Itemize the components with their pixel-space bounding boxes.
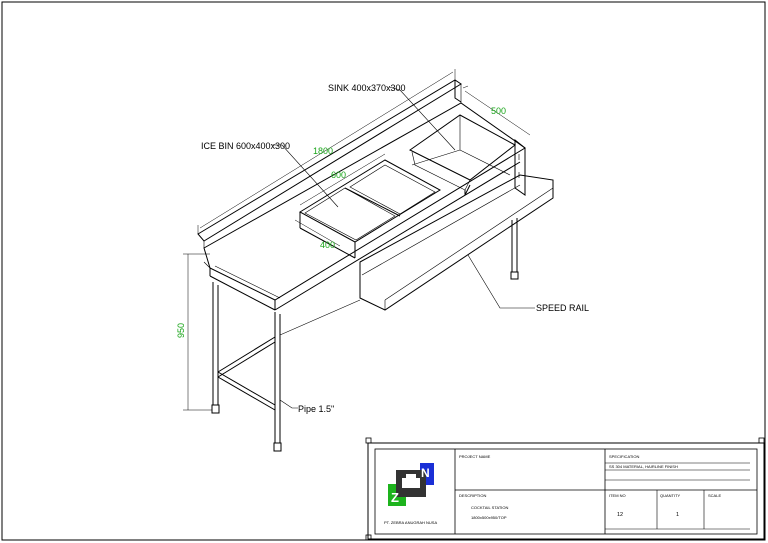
dim-length: 1800: [313, 146, 333, 156]
speed-rail-label: SPEED RAIL: [536, 303, 589, 313]
item-no-label: ITEM NO: [609, 493, 626, 498]
leaders: [272, 86, 535, 409]
logo-letter-z: Z: [391, 490, 399, 505]
description-line1: COCKTAIL STATION: [471, 505, 509, 510]
quantity-label: QUANTITY: [660, 493, 681, 498]
title-block: Z N PT. ZEBRA ANUGRAH NUSA PROJECT NAME …: [365, 437, 765, 541]
dim-bin-width: 600: [331, 170, 346, 180]
legs: [211, 218, 519, 452]
ice-bin: [299, 159, 441, 259]
dim-height: 950: [176, 323, 186, 338]
back-splash: [197, 79, 462, 242]
company-name: PT. ZEBRA ANUGRAH NUSA: [384, 520, 437, 525]
dimension-lines: [183, 69, 531, 411]
scale-label: SCALE: [708, 493, 721, 498]
ice-bin-label: ICE BIN 600x400x300: [201, 141, 290, 151]
worktop: [203, 102, 526, 301]
table-drawing: SINK 400x370x300 ICE BIN 600x400x300 SPE…: [176, 69, 589, 452]
dim-depth: 500: [491, 106, 506, 116]
sink-label: SINK 400x370x300: [328, 83, 406, 93]
speed-rail: [359, 174, 554, 311]
project-name-label: PROJECT NAME: [459, 454, 491, 459]
quantity-value: 1: [676, 512, 679, 518]
pipe-label: Pipe 1.5": [298, 404, 334, 414]
specification-value: SS 304 MATERIAL, HAIRLINE FINISH: [609, 464, 678, 469]
company-logo: Z N: [388, 463, 434, 506]
item-no-value: 12: [617, 512, 623, 518]
logo-letter-n: N: [421, 466, 430, 480]
sink: [409, 114, 516, 196]
specification-label: SPECIFICATION: [609, 454, 639, 459]
dim-bin-depth: 400: [320, 240, 335, 250]
description-line2: 1800x500x950/TOP: [471, 515, 507, 520]
description-label: DESCRIPTION: [459, 493, 486, 498]
